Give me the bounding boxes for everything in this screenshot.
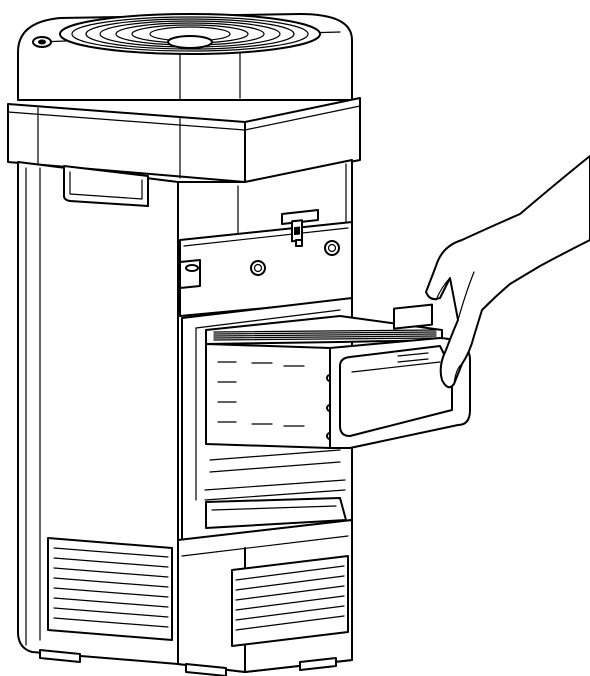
filter-cartridge xyxy=(205,303,471,449)
carry-handle xyxy=(63,165,149,207)
left-vent-grille xyxy=(47,537,173,641)
hand xyxy=(425,155,590,389)
upper-band xyxy=(7,97,361,183)
feet xyxy=(39,649,337,676)
filter-label xyxy=(393,303,433,363)
upper-compartment xyxy=(179,209,353,317)
control-button-icon xyxy=(32,36,52,48)
filter-ribs xyxy=(213,329,437,341)
right-vent-grille xyxy=(231,555,349,647)
fan-grille xyxy=(59,13,321,55)
